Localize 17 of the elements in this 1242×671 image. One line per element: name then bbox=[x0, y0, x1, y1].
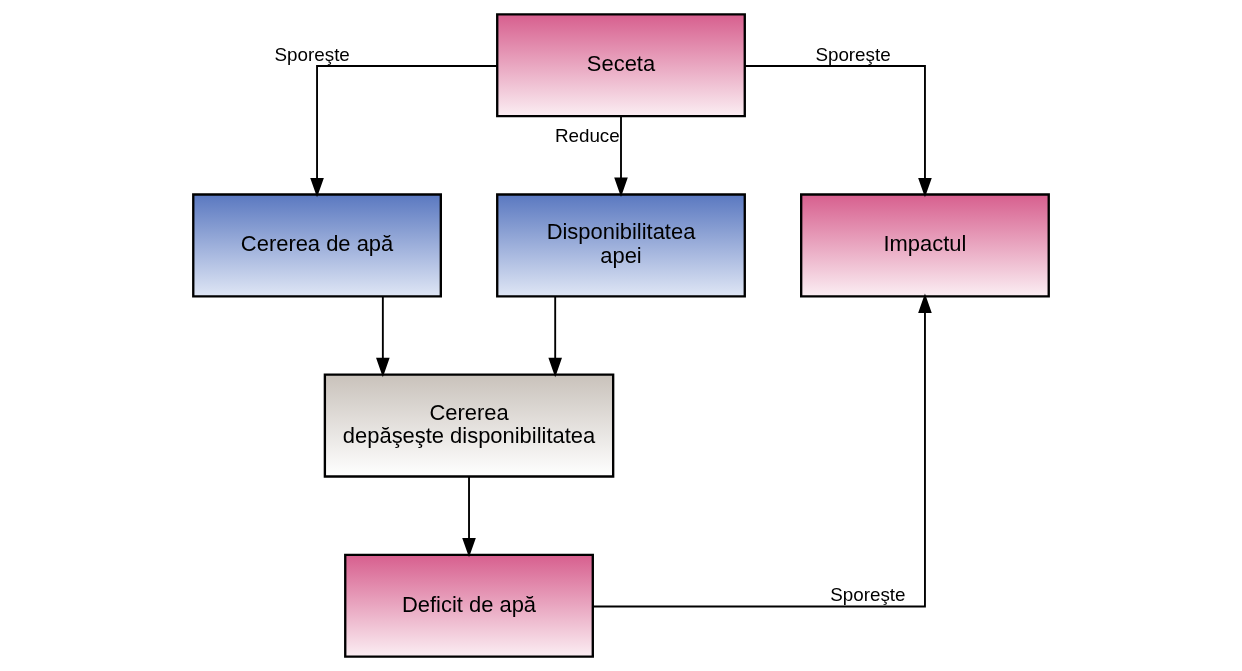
arrow bbox=[744, 65, 932, 198]
arrow bbox=[614, 115, 628, 197]
arrow bbox=[376, 295, 390, 378]
edge-label: Sporeşte bbox=[815, 43, 891, 65]
arrow bbox=[462, 475, 476, 558]
node-box: Deficit de apă bbox=[344, 553, 594, 658]
edge-label: Sporeşte bbox=[274, 43, 350, 65]
node-box: Cererea de apă bbox=[192, 193, 442, 298]
node-box: Cererea depăşeşte disponibilitatea bbox=[323, 373, 615, 478]
arrow bbox=[548, 295, 562, 378]
node-box: Disponibilitatea apei bbox=[496, 193, 746, 298]
node-box: Impactul bbox=[800, 193, 1050, 298]
arrow bbox=[592, 293, 932, 608]
edge-label: Sporeşte bbox=[830, 584, 906, 606]
edge-label: Reduce bbox=[554, 125, 620, 147]
node-box: Seceta bbox=[496, 13, 746, 118]
arrow bbox=[310, 65, 498, 198]
